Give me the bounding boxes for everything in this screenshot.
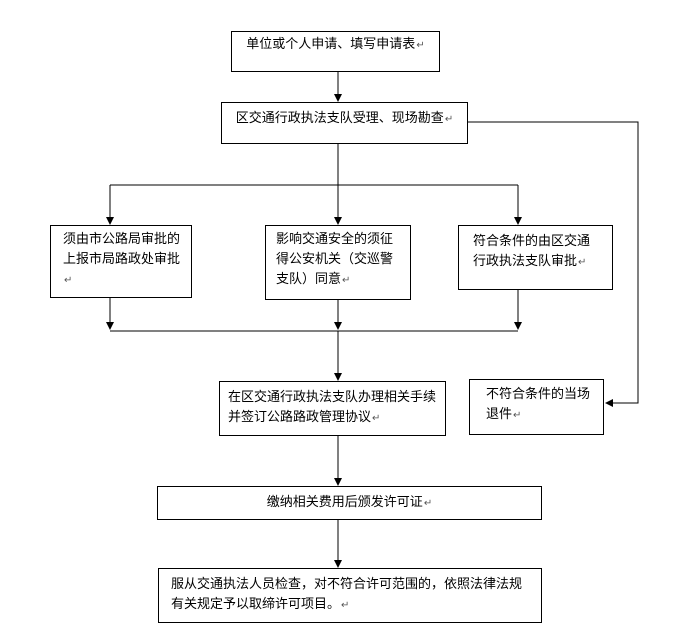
apply-text: 单位或个人申请、填写申请表 (246, 37, 416, 52)
district-approval-box: 符合条件的由区交通行政执法支队审批↵ (458, 225, 613, 290)
accept-text: 区交通行政执法支队受理、现场勘查 (235, 111, 444, 126)
procedures-text: 在区交通行政执法支队办理相关手续并签订公路路政管理协议 (228, 390, 437, 425)
paragraph-mark: ↵ (578, 257, 587, 268)
police-consent-box: 影响交通安全的须征得公安机关（交巡警支队）同意↵ (265, 225, 411, 300)
reject-text: 不符合条件的当场退件 (486, 387, 591, 422)
paragraph-mark: ↵ (341, 600, 350, 611)
fees-text: 缴纳相关费用后颁发许可证 (266, 495, 423, 510)
inspection-box: 服从交通执法人员检查，对不符合许可范围的，依照法律法规有关规定予以取缔许可项目。… (158, 568, 542, 623)
fees-box: 缴纳相关费用后颁发许可证↵ (157, 486, 542, 520)
paragraph-mark: ↵ (342, 275, 351, 286)
paragraph-mark: ↵ (513, 410, 522, 421)
paragraph-mark: ↵ (372, 413, 381, 424)
paragraph-mark: ↵ (64, 275, 73, 286)
paragraph-mark: ↵ (423, 498, 433, 509)
procedures-box: 在区交通行政执法支队办理相关手续并签订公路路政管理协议↵ (219, 381, 446, 436)
accept-box: 区交通行政执法支队受理、现场勘查↵ (221, 102, 468, 144)
arrow-accept-to-reject (468, 121, 639, 407)
city-approval-text: 须由市公路局审批的上报市局路政处审批 (63, 232, 181, 267)
reject-box: 不符合条件的当场退件↵ (469, 379, 604, 435)
police-consent-text: 影响交通安全的须征得公安机关（交巡警支队）同意 (276, 232, 394, 287)
paragraph-mark: ↵ (444, 114, 454, 125)
paragraph-mark: ↵ (416, 40, 425, 51)
apply-box: 单位或个人申请、填写申请表↵ (231, 31, 440, 72)
district-approval-text: 符合条件的由区交通行政执法支队审批 (473, 234, 591, 269)
city-approval-box: 须由市公路局审批的上报市局路政处审批 ↵ (50, 225, 192, 298)
inspection-text: 服从交通执法人员检查，对不符合许可范围的，依照法律法规有关规定予以取缔许可项目。 (171, 577, 523, 612)
